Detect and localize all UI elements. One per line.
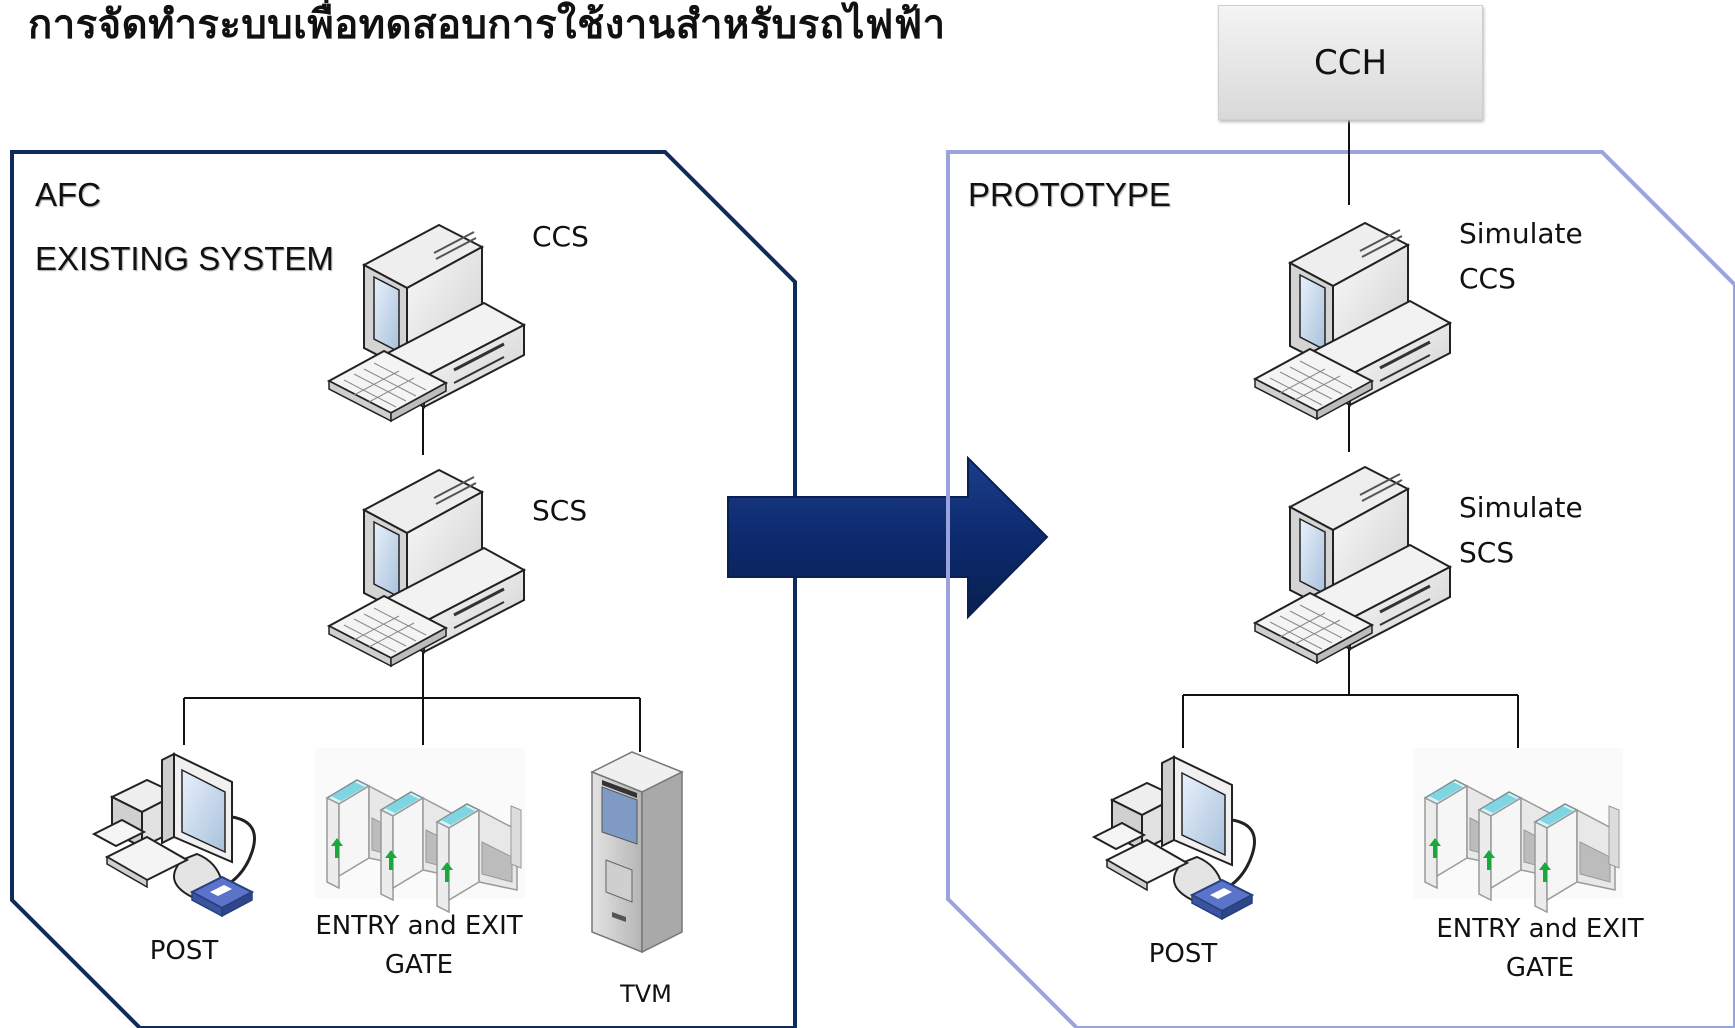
simulate-scs-label-line2: SCS <box>1459 536 1515 569</box>
simulate-scs-computer-icon <box>1253 465 1452 665</box>
cch-label: CCH <box>1313 42 1388 83</box>
ccs-computer-icon <box>327 223 526 423</box>
scs-label: SCS <box>532 494 588 527</box>
prototype-panel-border <box>946 150 1735 1028</box>
tvm-label: TVM <box>620 980 672 1008</box>
entry-exit-gate-icon <box>315 748 525 912</box>
prototype-post-label: POST <box>1148 939 1218 969</box>
afc-connector-lines <box>183 405 641 752</box>
prototype-gate-label-line1: ENTRY and EXIT <box>1436 914 1644 944</box>
prototype-entry-exit-gate-icon <box>1413 748 1623 912</box>
simulate-ccs-label-line1: Simulate <box>1459 217 1583 250</box>
prototype-connector-lines <box>1182 118 1519 748</box>
gate-label-line2: GATE <box>384 950 454 980</box>
afc-heading: AFC <box>35 176 101 213</box>
right-arrow-icon <box>727 455 1049 620</box>
simulate-ccs-label-line2: CCS <box>1459 262 1516 295</box>
post-terminal-icon <box>92 752 256 918</box>
scs-computer-icon <box>327 468 526 668</box>
simulate-scs-label-line1: Simulate <box>1459 491 1583 524</box>
ccs-label: CCS <box>532 220 589 253</box>
prototype-heading: PROTOTYPE <box>968 176 1171 213</box>
simulate-ccs-computer-icon <box>1253 221 1452 421</box>
afc-panel-border <box>10 150 797 1028</box>
cch-box: CCH <box>1218 5 1483 120</box>
gate-label-line1: ENTRY and EXIT <box>315 911 523 941</box>
existing-system-heading: EXISTING SYSTEM <box>35 240 334 277</box>
prototype-gate-label-line2: GATE <box>1505 953 1575 983</box>
page-title: การจัดทำระบบเพื่อทดสอบการใช้งานสำหรับรถไ… <box>28 2 946 48</box>
tvm-machine-icon <box>591 751 683 953</box>
prototype-post-terminal-icon <box>1092 755 1256 921</box>
post-label: POST <box>149 936 219 966</box>
